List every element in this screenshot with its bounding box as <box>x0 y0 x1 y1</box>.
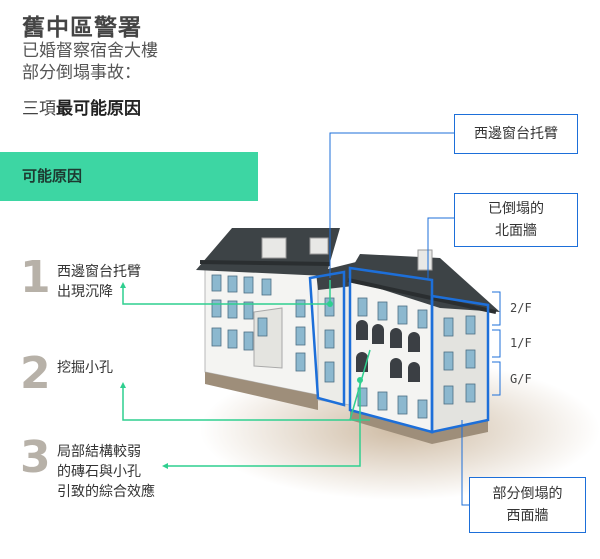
cause-line: 西邊窗台托臂 <box>57 264 141 280</box>
heading-prefix: 三項 <box>22 99 56 119</box>
cause-number: 1 <box>20 252 51 303</box>
cause-line: 局部結構較弱 <box>57 444 141 460</box>
label-line: 已倒塌的 <box>488 201 544 217</box>
left-wing <box>196 228 340 410</box>
cause-text: 挖掘小孔 <box>57 358 113 378</box>
cause-pointers <box>122 280 371 467</box>
section-heading: 三項最可能原因 <box>22 94 141 119</box>
main-block <box>346 249 500 444</box>
label-north-wall: 已倒塌的 北面牆 <box>454 193 578 247</box>
label-line: 西面牆 <box>506 508 549 524</box>
label-west-wall: 部分倒塌的 西面牆 <box>469 477 586 533</box>
label-leaders <box>329 132 469 506</box>
pointer-arrowheads <box>120 282 363 469</box>
floor-brackets <box>492 291 501 396</box>
heading-bold: 最可能原因 <box>56 99 141 119</box>
label-line: 北面牆 <box>495 223 537 239</box>
subtitle-line-2: 部分倒塌事故： <box>22 63 141 83</box>
page-title: 舊中區警署 <box>22 15 142 41</box>
label-west-bracket: 西邊窗台托臂 <box>454 114 578 154</box>
cause-number: 3 <box>20 432 51 483</box>
cause-line: 引致的綜合效應 <box>57 484 155 500</box>
page-subtitle: 已婚督察宿舍大樓 部分倒塌事故： <box>22 40 158 84</box>
cause-text: 局部結構較弱 的磚石與小孔 引致的綜合效應 <box>57 442 155 502</box>
causes-banner: 可能原因 <box>0 152 258 201</box>
floor-label-gf: G/F <box>510 372 532 386</box>
subtitle-line-1: 已婚督察宿舍大樓 <box>22 41 158 61</box>
label-line: 部分倒塌的 <box>492 486 563 502</box>
cause-line: 出現沉降 <box>57 284 113 300</box>
cause-line: 挖掘小孔 <box>57 360 113 376</box>
floor-label-1f: 1/F <box>510 336 532 350</box>
cause-text: 西邊窗台托臂 出現沉降 <box>57 262 141 302</box>
floor-label-2f: 2/F <box>510 301 532 315</box>
collapse-outlines <box>308 266 490 434</box>
cause-number: 2 <box>20 348 51 399</box>
cause-line: 的磚石與小孔 <box>57 464 141 480</box>
